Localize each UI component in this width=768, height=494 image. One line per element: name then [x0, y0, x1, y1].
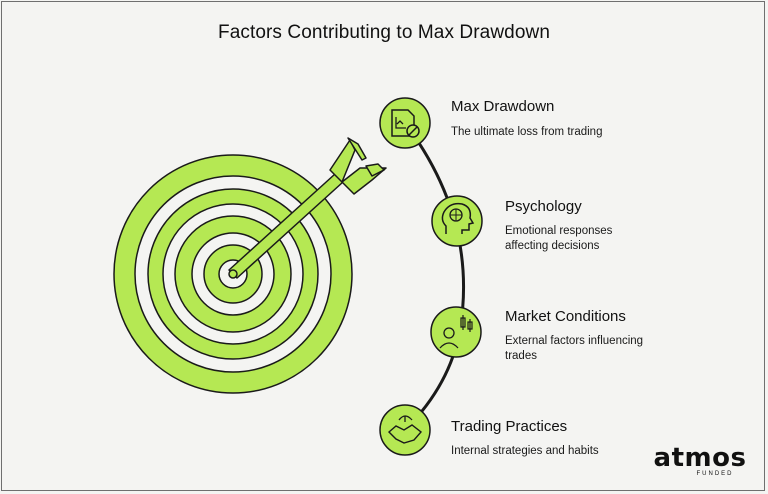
- logo-wordmark: atmos: [653, 443, 747, 473]
- factor-title-market-conditions: Market Conditions: [505, 308, 626, 325]
- factor-desc-max-drawdown: The ultimate loss from trading: [451, 126, 603, 138]
- drawdown-document-icon: [379, 97, 431, 149]
- trader-candlestick-icon: [430, 306, 482, 358]
- brand-logo: atmos FUNDED: [652, 443, 748, 478]
- factor-desc-market-conditions: External factors influencing trades: [505, 335, 644, 362]
- factor-title-trading-practices: Trading Practices: [451, 418, 568, 435]
- handshake-icon: [379, 404, 431, 456]
- logo-subtitle: FUNDED: [696, 471, 734, 477]
- arrow-icon: [228, 137, 387, 279]
- connector-arc: [403, 122, 466, 432]
- factor-title-psychology: Psychology: [505, 198, 582, 215]
- head-brain-icon: [431, 195, 483, 247]
- page-title: Factors Contributing to Max Drawdown: [217, 22, 550, 43]
- factor-title-max-drawdown: Max Drawdown: [451, 98, 555, 115]
- factor-desc-psychology: Emotional responses affecting decisions: [505, 225, 613, 252]
- factor-desc-trading-practices: Internal strategies and habits: [451, 445, 599, 457]
